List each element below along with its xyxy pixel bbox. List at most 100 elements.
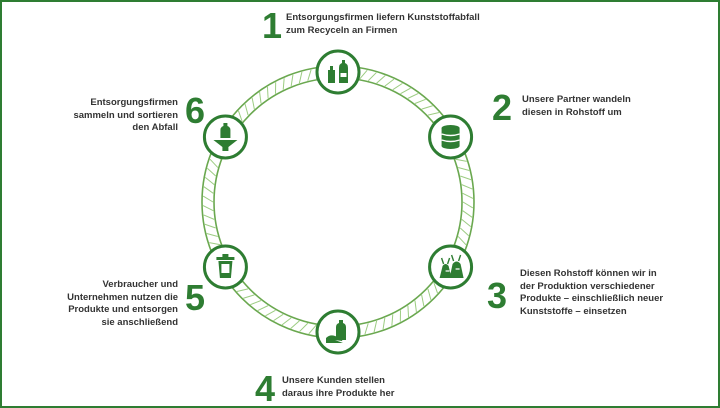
step-6-line-2: sammeln und sortieren [73,109,178,121]
ring-hatch-line [206,167,217,177]
step-3-line-2: der Produktion verschiedener [520,280,655,292]
step-1-node [315,49,361,95]
ring-hatch-line [202,205,214,212]
ring-hatch-line [462,210,473,218]
ring-hatch-line [299,322,309,332]
step-4-number: 4 [255,368,276,408]
ring-hatch-line [206,233,218,237]
ring-hatch-line [407,305,410,318]
trash-bin-icon [216,254,235,278]
ring-hatch-line [462,201,474,209]
step-6-node [202,114,248,160]
step-3-node [428,244,474,290]
ring-hatch-line [460,175,472,181]
step-1-line-2: zum Recyceln an Firmen [286,24,398,36]
ring-hatch-line [203,214,215,220]
ring-hatch-line [382,317,386,330]
ring-hatch-line [204,177,215,185]
ring-hatch-line [364,323,369,335]
step-5-line-2: Unternehmen nutzen die [67,291,178,303]
ring-hatch-line [282,78,285,90]
step-4-line-1: Unsere Kunden stellen [282,375,385,386]
step-1-node-circle [315,49,361,95]
ring-hatch-line [359,69,368,80]
ring-hatch-line [407,93,419,99]
step-1-text: Entsorgungsfirmen liefern Kunststoffabfa… [286,12,480,37]
ring-hatch-line [308,324,317,335]
step-6-number: 6 [185,90,206,131]
step-5-text: Verbraucher und Unternehmen nutzen die P… [67,279,178,329]
ring-hatch-line [414,98,426,104]
ring-hatch-line [457,236,467,246]
bottle-funnel-icon [213,123,238,151]
ring-hatch-line [273,313,284,322]
ring-hatch-line [290,74,294,87]
ring-hatch-line [461,184,473,190]
step-5-line-4: sie anschließend [101,316,178,328]
ring-hatch-line [298,71,303,84]
step-3-line-1: Diesen Rohstoff können wir in [520,268,657,279]
ring-hatch-line [209,158,219,168]
ring-hatch-line [257,305,269,311]
step-5-number: 5 [185,277,206,318]
ring-hatch-line [281,317,292,326]
step-2-number: 2 [492,87,513,128]
ring-hatch-line [421,294,425,307]
step-4-text: Unsere Kunden stellen daraus ihre Produk… [282,375,394,400]
ring-hatch-line [400,87,411,95]
ring-hatch-line [462,192,474,199]
ring-hatch-line [265,309,276,317]
step-3-line-4: Kunststoffe – einsetzen [520,305,627,317]
ring-hatch-line [203,186,214,194]
step-3-number: 3 [487,275,508,316]
hand-bottle-icon [326,320,346,343]
ring-hatch-line [367,72,377,82]
ring-hatch-line [243,294,255,299]
ring-hatch-line [373,320,378,333]
ring-hatch-line [421,105,433,110]
step-6-text: Entsorgungsfirmen sammeln und sortieren … [73,97,178,135]
ring-hatch-line [384,78,395,87]
step-2-line-1: Unsere Partner wandeln [522,94,631,105]
ring-hatch-line [251,97,255,110]
ring-hatch-line [376,75,386,84]
step-5-node [202,244,248,290]
ring-hatch-line [209,242,221,246]
step-3-text: Diesen Rohstoff können wir in der Produk… [520,268,663,318]
ring-hatch-line [237,110,243,122]
ring-hatch-line [392,82,403,91]
ring-hatch-line [433,282,439,294]
ring-hatch-line [461,219,472,227]
ring-hatch-line [202,195,214,203]
ring-hatch-line [455,158,467,162]
cycle-ring [201,65,475,339]
step-2-line-2: diesen in Rohstoff um [522,106,622,118]
step-1-number: 1 [262,5,283,46]
step-6-line-1: Entsorgungsfirmen [90,97,178,108]
step-2-node [428,114,474,160]
step-4-node [315,309,361,355]
ring-hatch-line [204,223,216,229]
ring-hatch-line [244,103,249,116]
ring-hatch-line [266,86,269,99]
ring-hatch-line [427,288,432,301]
ring-hatch-line [391,314,394,326]
ring-hatch-line [250,300,262,306]
step-1-line-1: Entsorgungsfirmen liefern Kunststoffabfa… [286,12,480,23]
ring-hatch-line [459,227,470,237]
ring-hatch-line [427,112,440,116]
bottles-icon [328,60,348,83]
step-3-node-circle [428,244,474,290]
barrel-icon [441,125,460,149]
step-5-line-3: Produkte und entsorgen [68,304,178,315]
ring-hatch-line [307,69,312,81]
step-5-line-1: Verbraucher und [102,279,179,290]
ring-hatch-line [259,92,262,104]
step-6-line-3: den Abfall [132,122,178,133]
step-2-text: Unsere Partner wandeln diesen in Rohstof… [522,94,631,119]
bags-icon [439,254,464,278]
step-4-line-2: daraus ihre Produkte her [282,387,395,399]
ring-hatch-line [414,300,417,312]
